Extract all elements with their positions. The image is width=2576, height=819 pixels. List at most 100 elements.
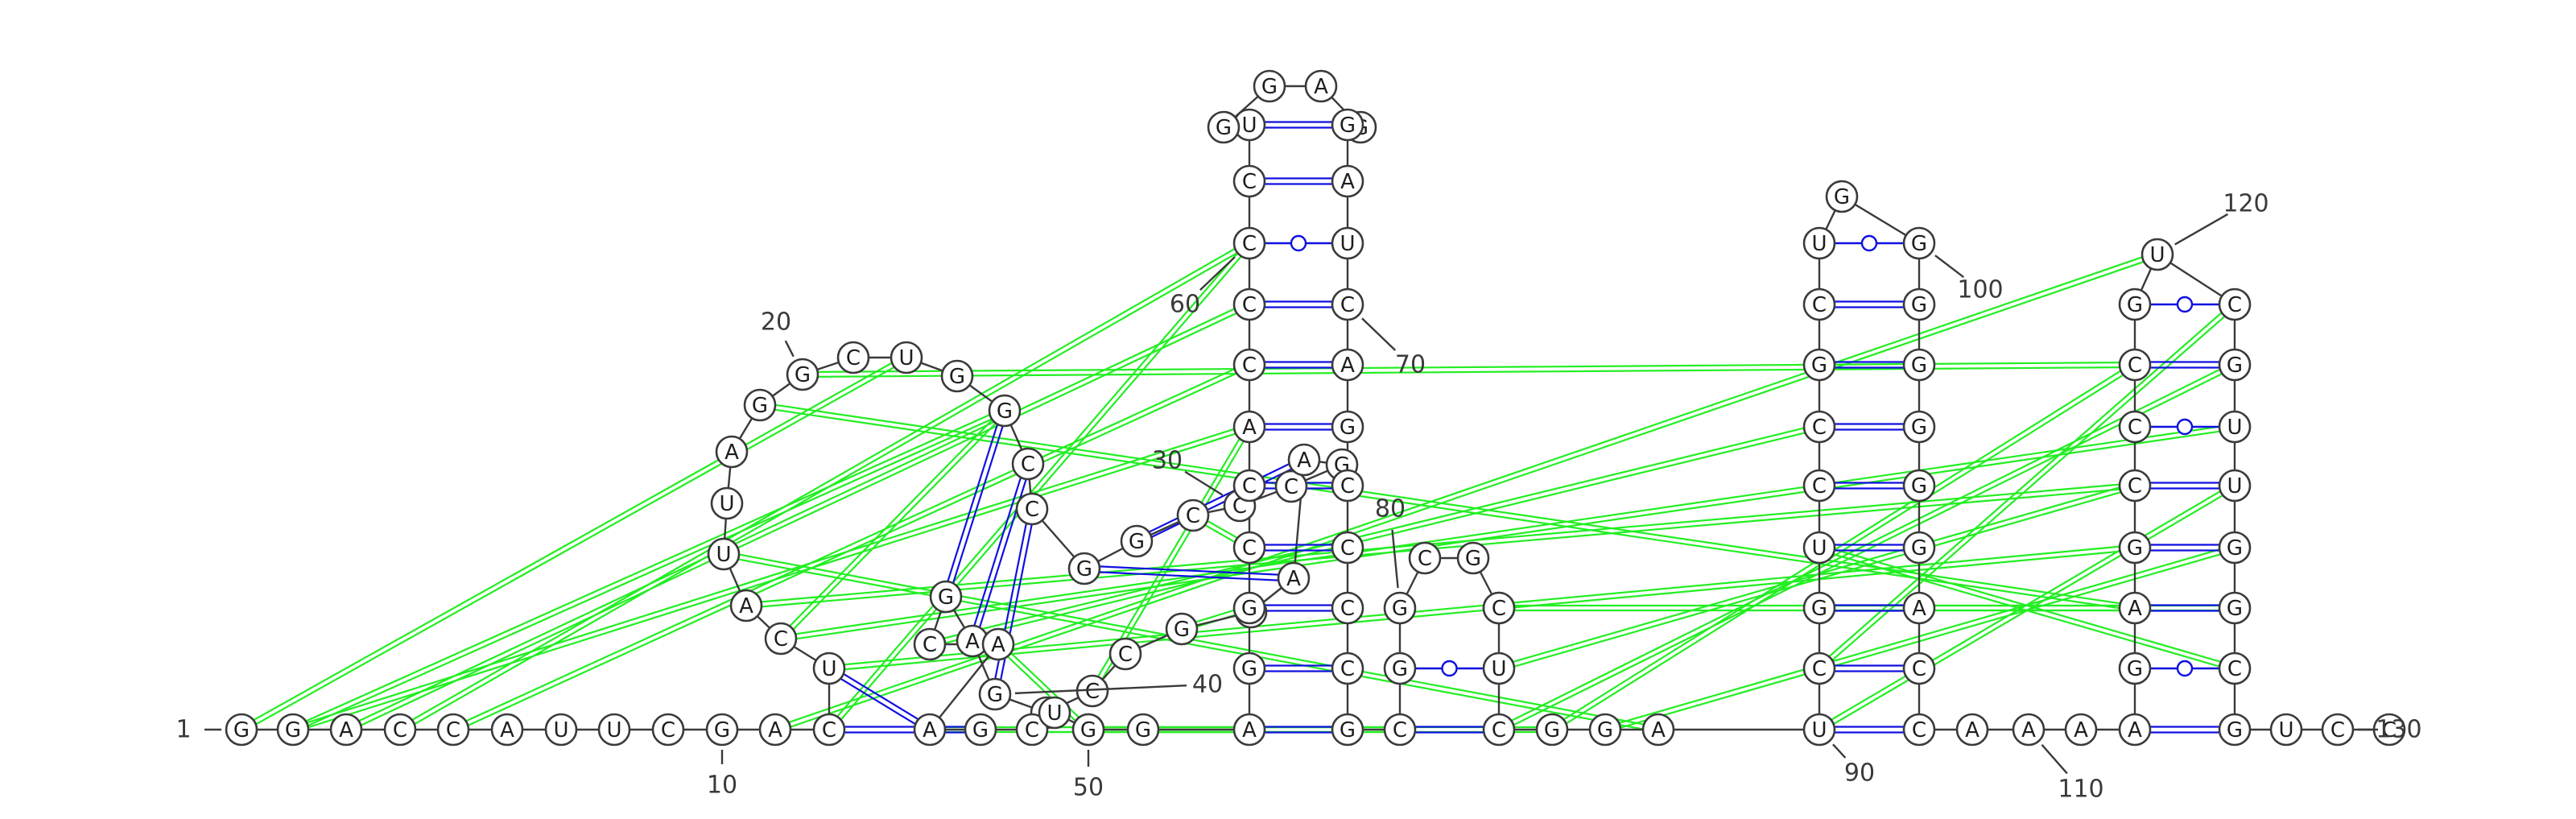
- nucleotide-71-letter: A: [1340, 354, 1355, 378]
- nucleotide-10-letter: G: [714, 718, 730, 742]
- nucleotide-51-letter: G: [1135, 718, 1151, 742]
- nucleotide-73: C: [1331, 469, 1364, 503]
- base-pair-95-103: [1835, 423, 1904, 431]
- position-label-10: 10: [707, 750, 737, 800]
- nucleotide-104: G: [1902, 469, 1936, 503]
- nucleotide-63-letter: G: [1216, 116, 1232, 140]
- position-label-1: 1: [175, 716, 221, 744]
- position-label-70: 70: [1361, 317, 1426, 379]
- nucleotide-18: A: [715, 435, 749, 469]
- nucleotide-126: G: [2218, 591, 2252, 625]
- nucleotide-15-letter: A: [739, 594, 753, 618]
- nucleotide-55: C: [1232, 531, 1266, 565]
- nucleotide-24-letter: G: [997, 399, 1013, 424]
- nucleotide-110-letter: A: [2021, 718, 2036, 742]
- nucleotide-9: C: [651, 713, 685, 747]
- position-label-text-70: 70: [1395, 351, 1426, 379]
- nucleotide-9-letter: C: [661, 718, 675, 742]
- position-label-120: 120: [2174, 190, 2269, 246]
- base-pair-62-67: [1265, 121, 1332, 129]
- base-pair-54-75: [1265, 604, 1332, 612]
- nucleotide-31: C: [1274, 469, 1308, 503]
- nucleotide-13: U: [812, 651, 846, 685]
- nucleotide-53: G: [1232, 651, 1266, 685]
- nucleotide-81-letter: C: [1418, 547, 1432, 571]
- nucleotide-23: G: [940, 359, 974, 393]
- nucleotide-130: C: [2321, 713, 2355, 747]
- nucleotide-84: C: [1482, 591, 1516, 625]
- nucleotide-115-letter: G: [2127, 536, 2143, 560]
- base-pair-90-108: [1835, 726, 1904, 734]
- nucleotide-127: C: [2218, 651, 2252, 685]
- base-pair-55-74: [1265, 544, 1332, 552]
- nucleotide-17-letter: U: [719, 492, 734, 516]
- nucleotide-14: C: [764, 622, 798, 656]
- nucleotide-78: C: [1383, 713, 1417, 747]
- nucleotide-118: C: [2118, 348, 2152, 382]
- nucleotide-2: G: [276, 713, 310, 747]
- nucleotide-131-letter: C: [2382, 718, 2396, 742]
- base-pair-97-101: [1835, 300, 1904, 308]
- nucleotide-120: U: [2140, 238, 2174, 271]
- base-pair-58-71: [1265, 361, 1332, 369]
- nucleotide-101-letter: G: [1911, 293, 1927, 317]
- nucleotide-111-letter: A: [2074, 718, 2088, 742]
- nucleotide-72: G: [1331, 410, 1364, 444]
- nucleotide-47-letter: C: [1025, 718, 1039, 742]
- nucleotide-28: G: [1120, 524, 1154, 558]
- nucleotide-110: A: [2012, 713, 2046, 747]
- nucleotide-84-letter: C: [1492, 597, 1506, 621]
- nucleotide-102-letter: G: [1911, 354, 1927, 378]
- position-label-130: 130: [2358, 716, 2422, 744]
- tertiary-interaction-2-24: [291, 407, 1006, 733]
- nucleotide-14-letter: C: [774, 627, 788, 651]
- nucleotide-16: U: [707, 537, 741, 571]
- nucleotide-101: G: [1902, 287, 1936, 321]
- nucleotide-48-letter: U: [1046, 701, 1062, 726]
- nucleotide-37-letter: C: [1118, 643, 1133, 667]
- nucleotide-45: A: [913, 713, 947, 747]
- nucleotide-118-letter: C: [2128, 354, 2142, 378]
- base-pair-117-123: [2150, 418, 2219, 436]
- nucleotide-106: A: [1902, 591, 1936, 625]
- tertiary-interaction-13-115: [828, 544, 2136, 672]
- nucleotide-77: G: [1331, 713, 1364, 747]
- nucleotide-26-letter: C: [1025, 498, 1039, 522]
- nucleotide-99: G: [1825, 180, 1859, 213]
- nucleotide-59: C: [1232, 287, 1266, 321]
- nucleotide-58-letter: C: [1242, 354, 1257, 378]
- nucleotide-54: G: [1232, 591, 1266, 625]
- nucleotide-12-letter: C: [822, 718, 836, 742]
- nucleotide-53-letter: G: [1241, 657, 1257, 681]
- nucleotide-85-letter: U: [1491, 657, 1506, 681]
- nucleotide-121-letter: C: [2227, 293, 2242, 317]
- nucleotide-125: G: [2218, 531, 2252, 565]
- nucleotide-85: U: [1482, 651, 1516, 685]
- nucleotide-115: G: [2118, 531, 2152, 565]
- nucleotide-59-letter: C: [1242, 293, 1257, 317]
- nucleotide-52: A: [1232, 713, 1266, 747]
- nucleotide-34: A: [1277, 561, 1311, 595]
- nucleotide-52-letter: A: [1242, 718, 1257, 742]
- nucleotide-8-letter: U: [606, 718, 621, 742]
- nucleotide-22: U: [890, 341, 923, 374]
- nucleotide-61-letter: C: [1242, 170, 1257, 194]
- nucleotide-80: G: [1383, 591, 1417, 625]
- nucleotide-1-letter: G: [233, 718, 250, 742]
- nucleotide-82-letter: G: [1465, 547, 1481, 571]
- nucleotide-4-letter: C: [393, 718, 407, 742]
- position-label-20: 20: [761, 308, 795, 358]
- nucleotide-28-letter: G: [1129, 530, 1145, 554]
- base-pair-112-128: [2150, 726, 2219, 734]
- tertiary-interaction-12-60: [826, 241, 1253, 732]
- nucleotide-122: G: [2218, 348, 2252, 382]
- nucleotide-44: A: [981, 627, 1015, 661]
- tertiary-interaction-14-123: [780, 423, 2235, 643]
- nucleotide-64: G: [1253, 69, 1286, 103]
- nucleotide-62-letter: U: [1241, 114, 1257, 138]
- nucleotide-107: C: [1902, 651, 1936, 685]
- nucleotide-119: G: [2118, 287, 2152, 321]
- nucleotide-57-letter: A: [1242, 416, 1257, 440]
- nucleotide-113: G: [2118, 651, 2152, 685]
- nucleotide-116: C: [2118, 469, 2152, 503]
